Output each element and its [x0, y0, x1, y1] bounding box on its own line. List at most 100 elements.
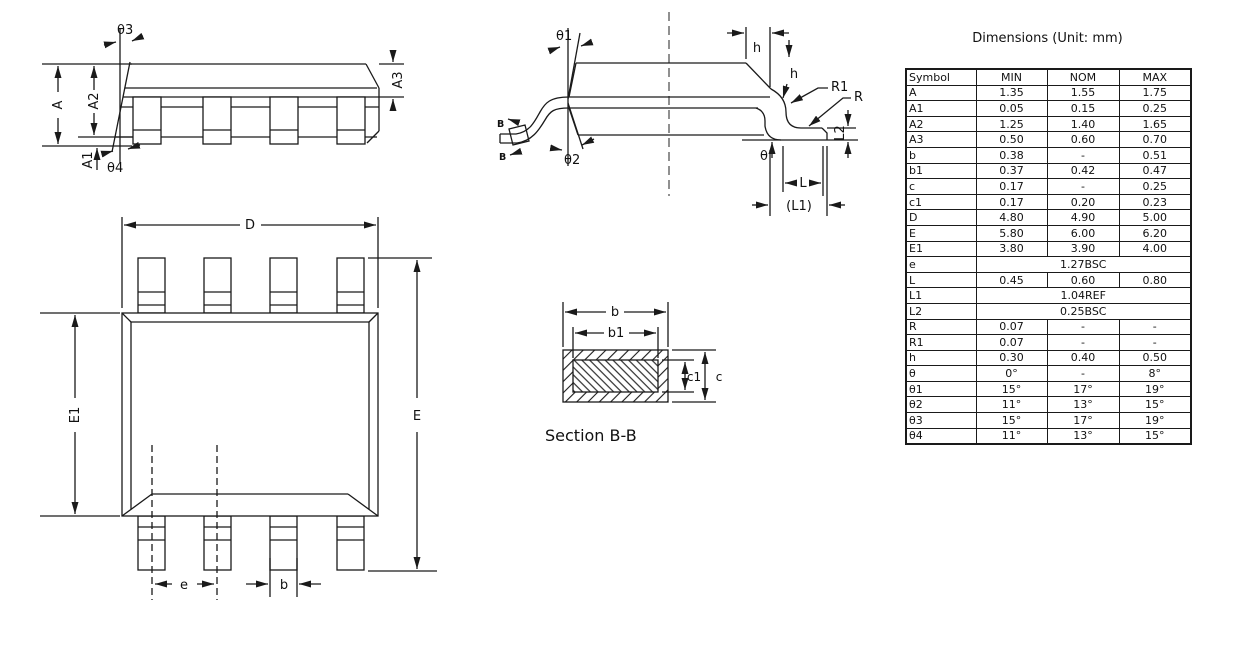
dim-label-sec-c: c	[716, 370, 723, 384]
dim-label-A3: A3	[391, 71, 406, 88]
min-cell: 0°	[975, 365, 1048, 382]
dim-label-E: E	[413, 409, 421, 424]
min-cell: 0.05	[975, 100, 1048, 117]
min-cell: 15°	[975, 412, 1048, 429]
max-cell: 8°	[1118, 365, 1192, 382]
dim-label-theta: θ	[760, 149, 768, 164]
span-value-cell: 1.27BSC	[975, 256, 1192, 273]
symbol-cell: A1	[905, 100, 977, 117]
symbol-cell: b1	[905, 162, 977, 180]
nom-cell: 0.60	[1046, 131, 1120, 148]
min-cell: 0.07	[975, 334, 1048, 351]
nom-cell: 13°	[1046, 427, 1120, 445]
symbol-cell: A	[905, 84, 977, 102]
min-cell: 0.30	[975, 349, 1048, 367]
side-view: A A2 A1 A3 θ3 θ4	[42, 23, 406, 176]
symbol-cell: D	[905, 209, 977, 226]
min-cell: 0.17	[975, 193, 1048, 211]
max-cell: 0.23	[1118, 193, 1192, 211]
dim-label-L: L	[799, 176, 807, 191]
dim-label-sec-b1: b1	[608, 326, 625, 341]
dim-label-theta1: θ1	[556, 29, 572, 44]
dim-label-theta4: θ4	[107, 161, 123, 176]
dim-label-e: e	[180, 578, 188, 593]
nom-cell: 0.40	[1046, 349, 1120, 367]
nom-cell: 3.90	[1046, 240, 1120, 258]
max-cell: 0.50	[1118, 349, 1192, 367]
min-cell: 1.35	[975, 84, 1048, 102]
max-cell: 6.20	[1118, 224, 1192, 242]
span-value-cell: 0.25BSC	[975, 302, 1192, 320]
dim-label-theta3: θ3	[117, 23, 133, 38]
min-cell: 1.25	[975, 115, 1048, 133]
dim-label-L2: L2	[833, 125, 848, 141]
nom-cell: 0.42	[1046, 162, 1120, 180]
symbol-cell: E	[905, 224, 977, 242]
header-nom: NOM	[1046, 68, 1120, 86]
dim-label-R: R	[854, 90, 863, 105]
max-cell: 1.65	[1118, 115, 1192, 133]
symbol-cell: c1	[905, 193, 977, 211]
min-cell: 0.45	[975, 271, 1048, 289]
max-cell: -	[1118, 318, 1192, 336]
end-view-body	[499, 28, 858, 166]
dim-label-E1: E1	[68, 407, 83, 424]
top-view-labels: D E1 E e b	[68, 218, 421, 593]
max-cell: 15°	[1118, 427, 1192, 445]
symbol-cell: θ2	[905, 396, 977, 414]
nom-cell: -	[1046, 146, 1120, 164]
nom-cell: 13°	[1046, 396, 1120, 414]
min-cell: 3.80	[975, 240, 1048, 258]
section-view: b b1 c1 c Section B-B	[545, 302, 722, 445]
table-header-row: Symbol MIN NOM MAX	[905, 68, 1192, 86]
side-view-labels: A A2 A1 A3 θ3 θ4	[51, 23, 406, 176]
symbol-cell: A2	[905, 115, 977, 133]
symbol-cell: L	[905, 271, 977, 289]
section-dimensions	[562, 302, 716, 403]
header-symbol: Symbol	[905, 68, 977, 86]
dim-label-h-top: h	[753, 41, 761, 56]
section-arrow-label-upper: B	[497, 119, 504, 130]
dim-label-sec-b: b	[611, 305, 619, 320]
symbol-cell: c	[905, 178, 977, 195]
nom-cell: 4.90	[1046, 209, 1120, 226]
max-cell: -	[1118, 334, 1192, 351]
max-cell: 15°	[1118, 396, 1192, 414]
min-cell: 0.50	[975, 131, 1048, 148]
max-cell: 0.25	[1118, 100, 1192, 117]
nom-cell: 17°	[1046, 412, 1120, 429]
section-arrow-label-lower: B	[499, 152, 506, 163]
dim-label-h-side: h	[790, 67, 798, 82]
symbol-cell: θ1	[905, 380, 977, 398]
min-cell: 0.07	[975, 318, 1048, 336]
section-cut-marker	[508, 124, 530, 146]
dim-label-theta2: θ2	[564, 153, 580, 168]
min-cell: 15°	[975, 380, 1048, 398]
nom-cell: -	[1046, 318, 1120, 336]
max-cell: 19°	[1118, 380, 1192, 398]
nom-cell: 17°	[1046, 380, 1120, 398]
min-cell: 0.37	[975, 162, 1048, 180]
max-cell: 5.00	[1118, 209, 1192, 226]
max-cell: 0.70	[1118, 131, 1192, 148]
symbol-cell: L1	[905, 287, 977, 304]
nom-cell: -	[1046, 365, 1120, 382]
symbol-cell: L2	[905, 302, 977, 320]
side-view-leads	[132, 96, 366, 145]
nom-cell: 0.60	[1046, 271, 1120, 289]
header-max: MAX	[1118, 68, 1192, 86]
max-cell: 0.47	[1118, 162, 1192, 180]
